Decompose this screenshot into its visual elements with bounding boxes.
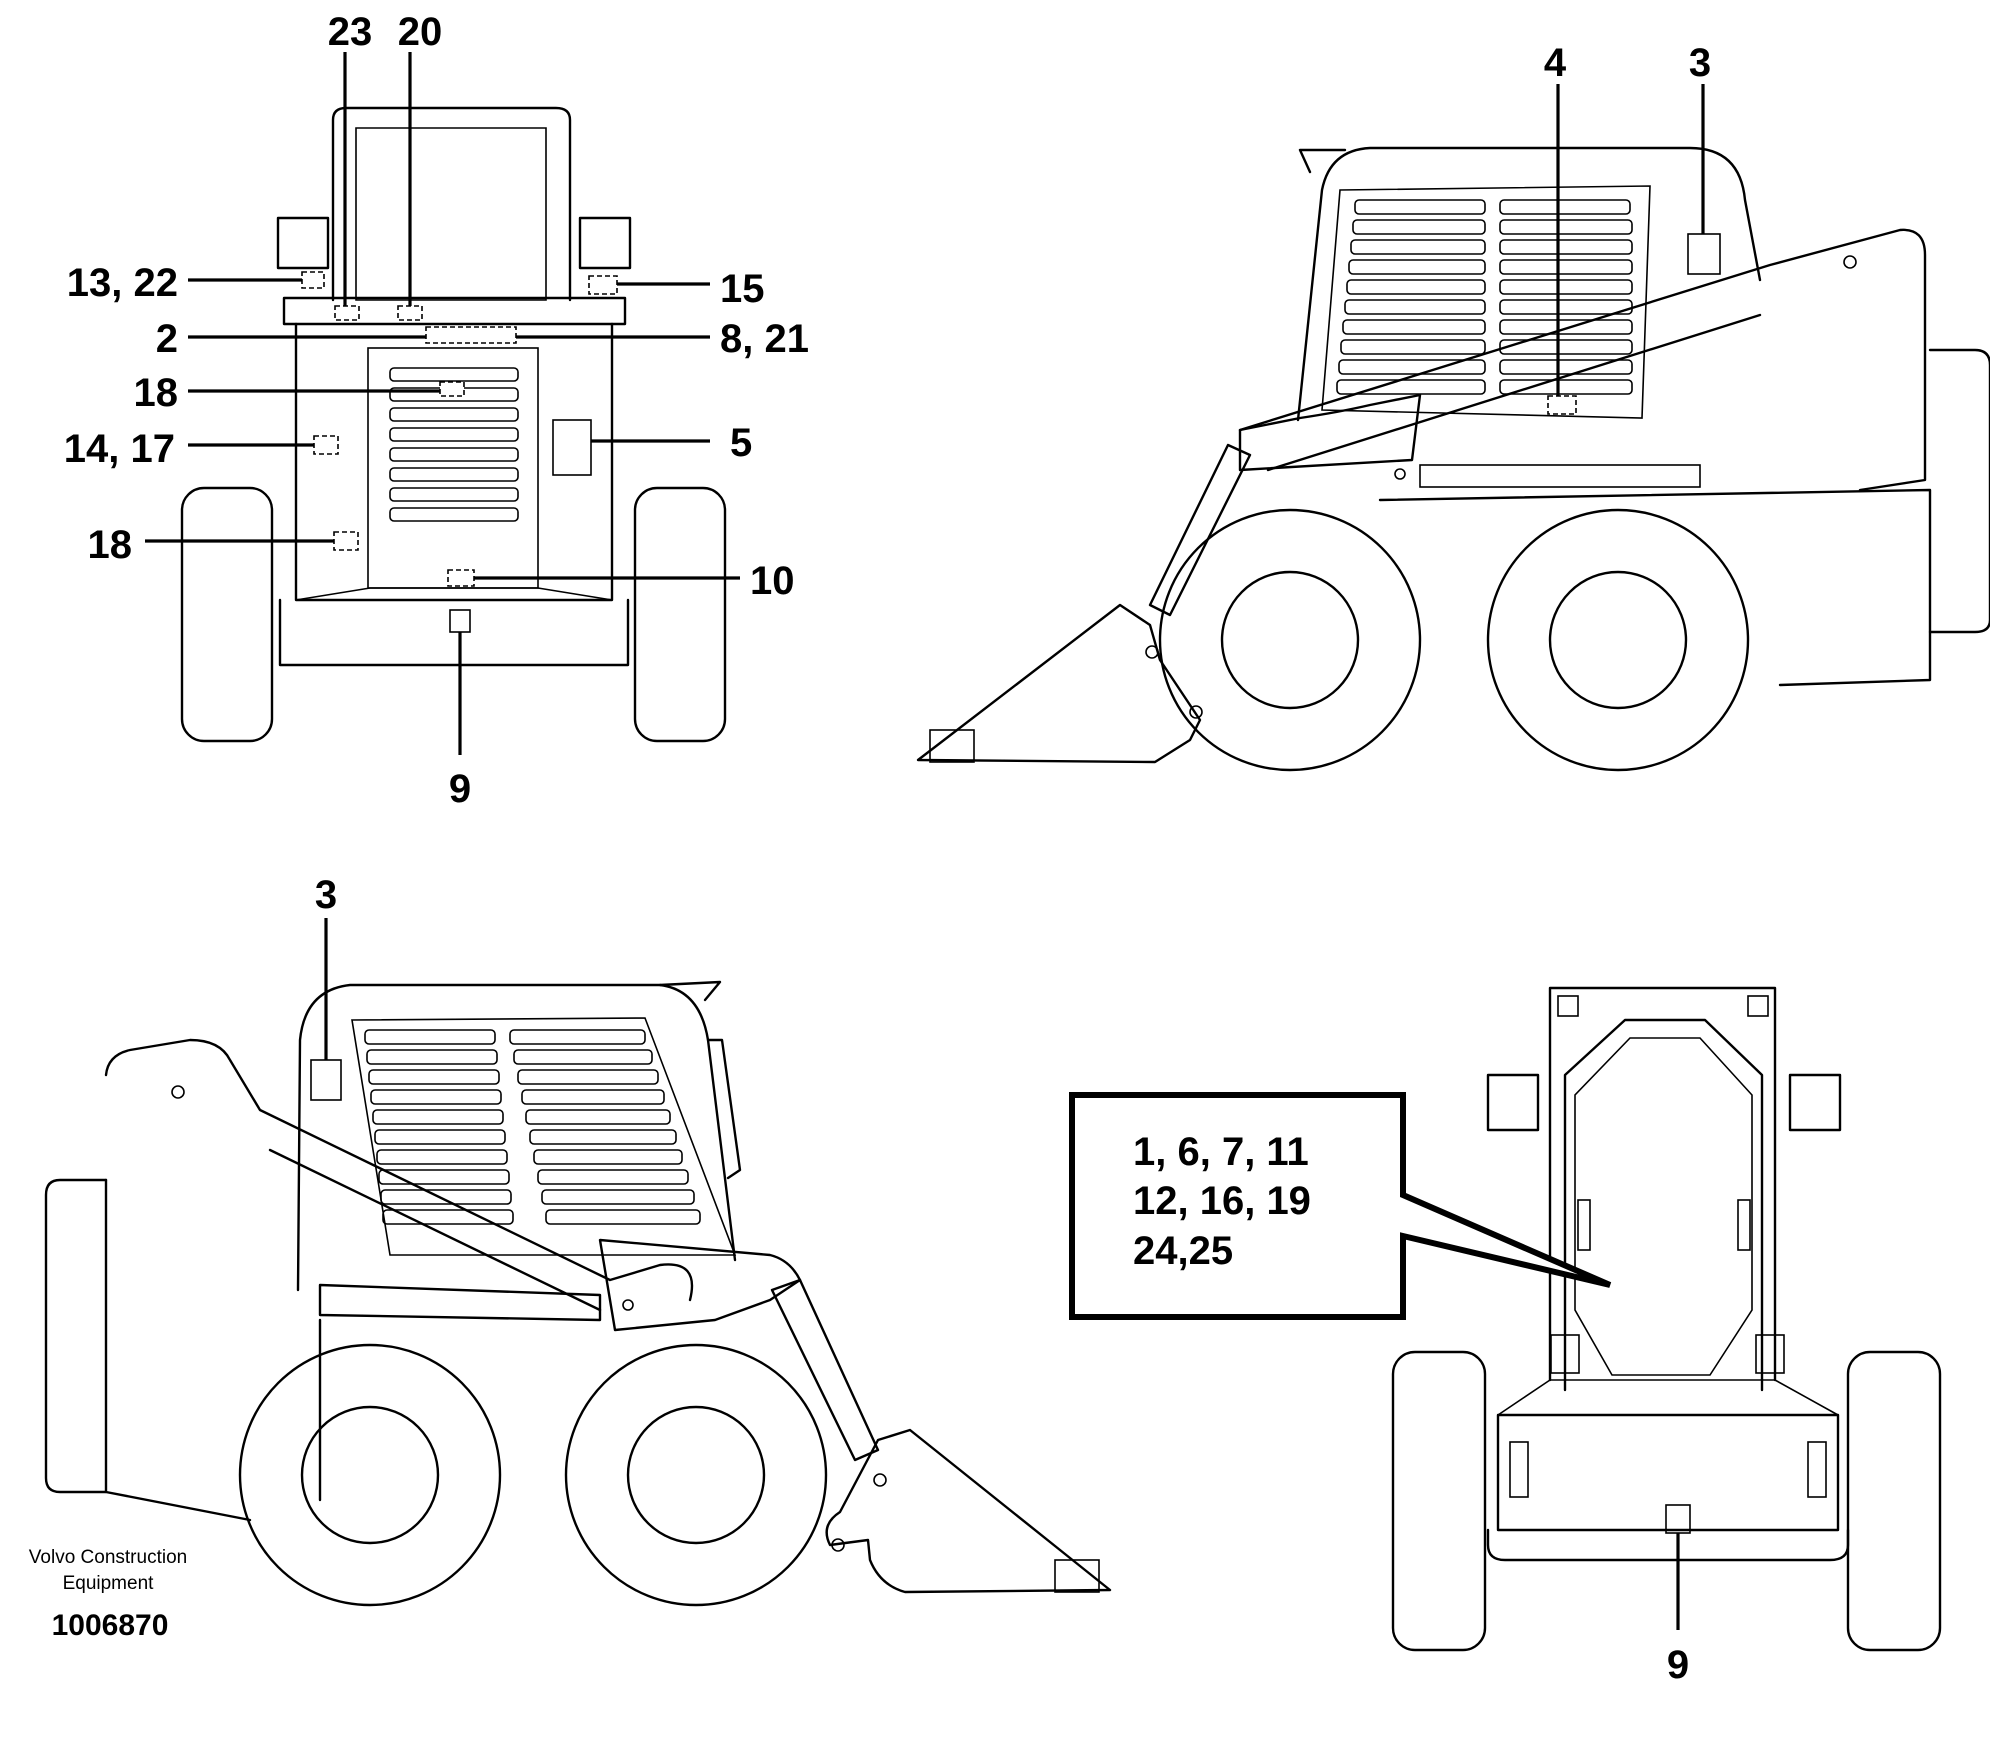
decal-18-door [439, 381, 465, 397]
label-9-rear: 9 [449, 767, 471, 811]
side-view-right: 4 3 [916, 41, 1990, 772]
label-18-b: 18 [88, 523, 133, 567]
part-number: 1006870 [52, 1609, 169, 1642]
decal-15 [588, 275, 618, 295]
label-3-bottom: 3 [315, 873, 337, 917]
decal-10 [447, 569, 475, 587]
label-13-22: 13, 22 [67, 261, 178, 305]
label-10: 10 [750, 559, 795, 603]
decal-20 [397, 305, 423, 321]
label-4: 4 [1544, 41, 1567, 85]
decal-4 [1547, 395, 1577, 415]
callout-line-2: 12, 16, 19 [1133, 1179, 1311, 1223]
label-14-17: 14, 17 [64, 427, 175, 471]
decal-9-rear [449, 609, 471, 633]
label-18-a: 18 [134, 371, 179, 415]
brand-line-2: Equipment [63, 1573, 155, 1594]
decal-13-22 [301, 271, 325, 289]
label-5: 5 [730, 421, 752, 465]
label-8-21: 8, 21 [720, 317, 809, 361]
brand-line-1: Volvo Construction [29, 1547, 187, 1568]
rear-view: 23 20 13, 22 15 2 8, 21 18 14, 17 5 18 1… [64, 10, 809, 811]
decal-5 [552, 419, 592, 476]
callout-line-1: 1, 6, 7, 11 [1133, 1130, 1309, 1174]
decal-23 [334, 305, 360, 321]
side-grill-b [364, 1029, 701, 1225]
rear-grill [389, 367, 519, 522]
label-23: 23 [328, 10, 373, 54]
decal-14-17 [313, 435, 339, 455]
decal-18-body [333, 531, 359, 551]
label-9-front: 9 [1667, 1643, 1689, 1687]
decal-3-top [1687, 233, 1721, 275]
decal-2-8-21 [425, 326, 517, 344]
label-20: 20 [398, 10, 443, 54]
callout-line-3: 24,25 [1133, 1229, 1233, 1273]
side-grill-a [1336, 199, 1633, 395]
label-15: 15 [720, 267, 765, 311]
label-2: 2 [156, 317, 178, 361]
callout-box [1069, 1092, 1612, 1320]
decal-3-bottom [310, 1059, 342, 1101]
side-view-left: 3 Volvo Construction Equipment 1006870 [29, 873, 1112, 1642]
label-3-top: 3 [1689, 41, 1711, 85]
front-view: 9 1, 6, 7, 11 12, 16, 19 24,25 [1069, 986, 1942, 1687]
